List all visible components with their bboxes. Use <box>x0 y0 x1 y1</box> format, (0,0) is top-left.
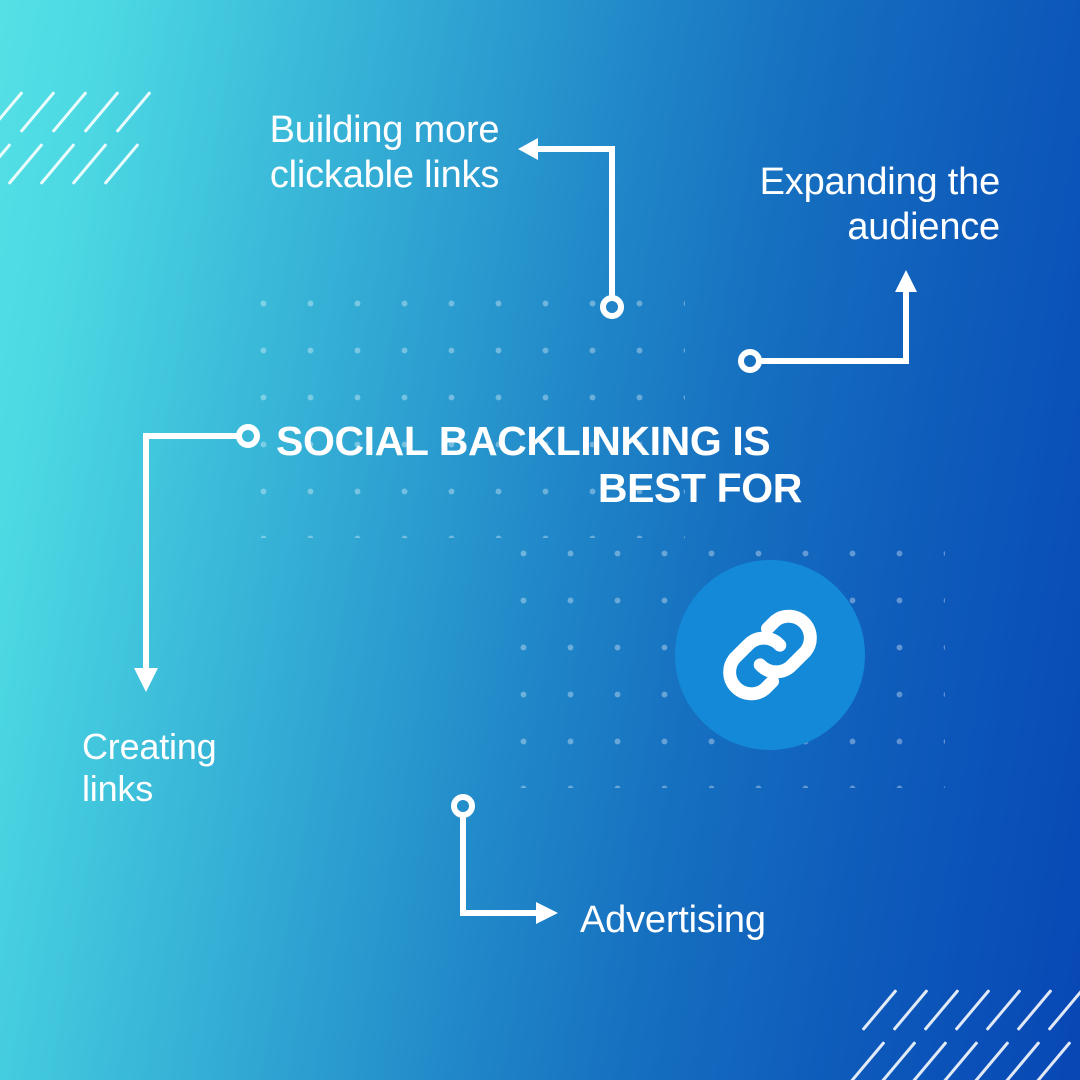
callout-label-building-more-clickable-links: Building more clickable links <box>269 109 500 196</box>
link-chain-badge <box>675 560 865 750</box>
connector-node-dot <box>738 349 762 373</box>
connector-node-dot <box>451 794 475 818</box>
link-chain-icon <box>723 609 817 701</box>
connector-node-dot <box>600 295 624 319</box>
arrow-left-icon <box>518 138 538 160</box>
headline-line-2: BEST FOR <box>597 464 802 511</box>
poster-headline: SOCIAL BACKLINKING IS BEST FOR <box>276 418 802 511</box>
callout-label-creating-links: Creating links <box>82 726 217 810</box>
diagonal-stripes-bottom-right-icon <box>849 984 1080 1080</box>
connector-node-dot <box>236 424 260 448</box>
connector-creating-links <box>134 424 260 692</box>
arrow-down-icon <box>134 668 158 692</box>
headline-line-1: SOCIAL BACKLINKING IS <box>276 418 771 464</box>
callout-label-expanding-the-audience: Expanding the audience <box>759 161 1001 248</box>
arrow-right-icon <box>536 902 558 924</box>
callout-label-advertising: Advertising <box>580 899 766 941</box>
diagonal-stripes-top-left-icon <box>0 86 172 185</box>
connector-building-more-clickable-links <box>518 138 624 319</box>
connector-expanding-the-audience <box>738 270 917 373</box>
connector-advertising <box>451 794 558 924</box>
arrow-up-icon <box>895 270 917 292</box>
